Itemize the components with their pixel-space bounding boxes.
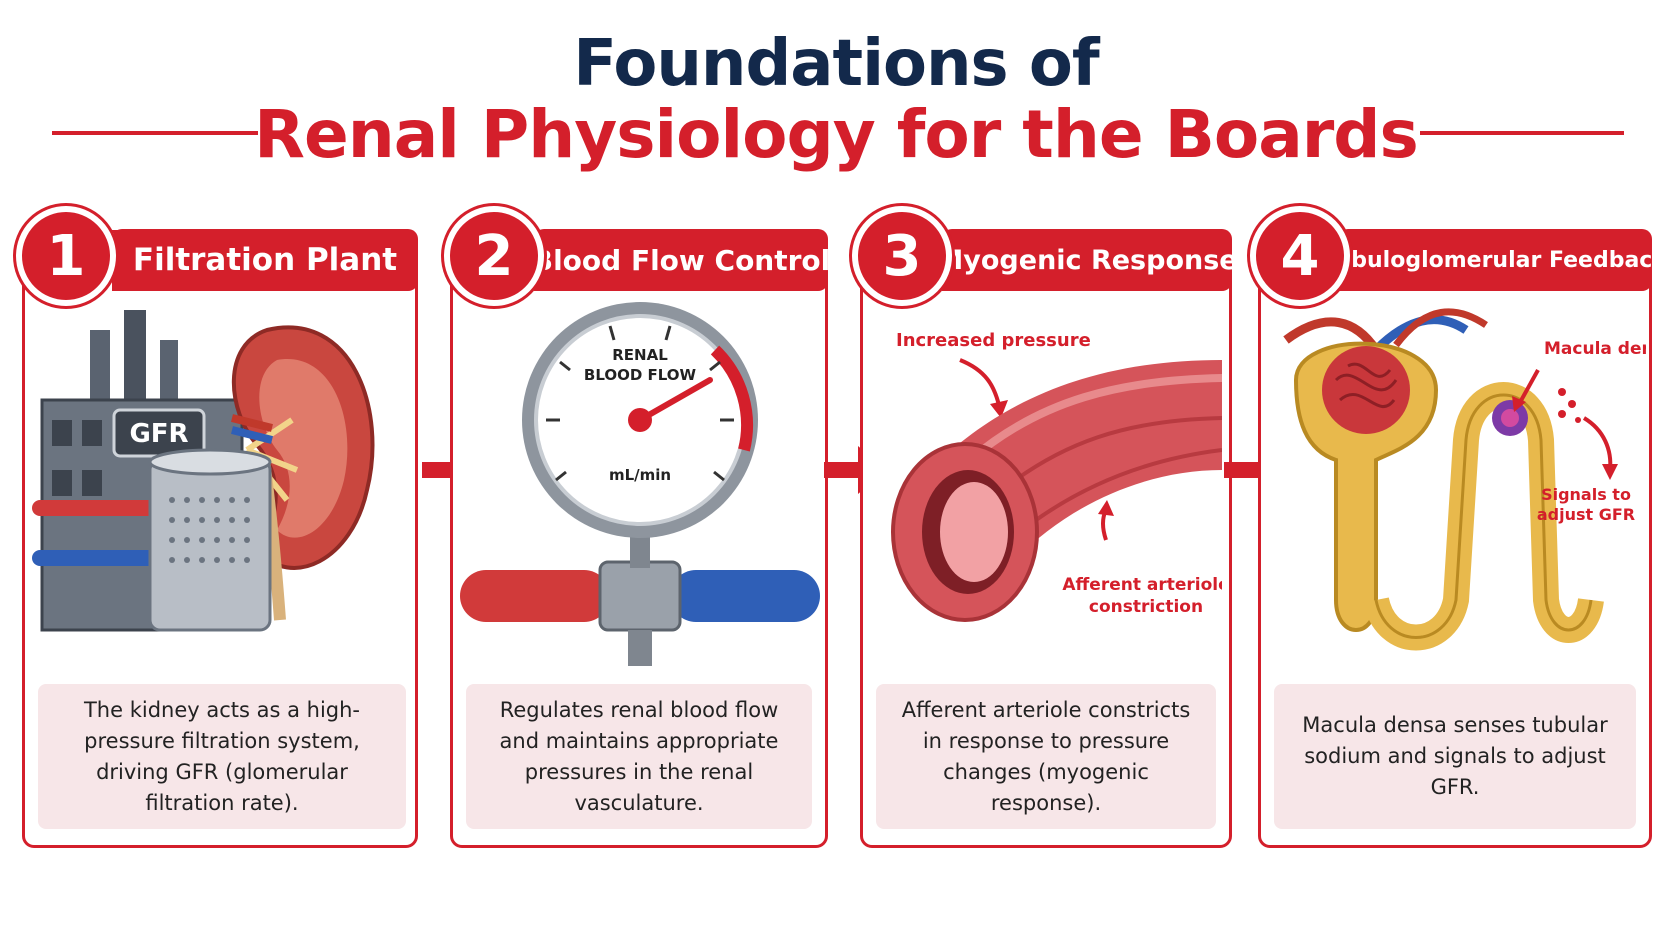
kidney-factory-icon: GFR bbox=[32, 310, 375, 632]
gfr-badge: GFR bbox=[129, 419, 188, 449]
label-signals-1: Signals to bbox=[1541, 485, 1631, 504]
label-macula-densa: Macula densa bbox=[1544, 339, 1646, 359]
gauge-label-line1: RENAL bbox=[612, 346, 668, 364]
arteriole-icon: Increased pressure Afferent arteriole co… bbox=[891, 330, 1222, 622]
step-number-1: 1 bbox=[16, 206, 116, 306]
step-heading-3: Myogenic Response bbox=[942, 229, 1232, 291]
step-description-2: Regulates renal blood flow and maintains… bbox=[466, 684, 812, 829]
pressure-gauge-icon: RENAL BLOOD FLOW mL/min bbox=[460, 302, 820, 666]
step-heading-4: Tubuloglomerular Feedback bbox=[1338, 229, 1652, 291]
page-title-line1: Foundations of bbox=[573, 27, 1099, 101]
label-afferent-1: Afferent arteriole bbox=[1062, 575, 1222, 595]
title-rule-right bbox=[1420, 131, 1624, 135]
nephron-icon: Macula densa Signals to adjust GFR bbox=[1283, 308, 1646, 651]
step-number-4: 4 bbox=[1250, 206, 1350, 306]
step-number-3: 3 bbox=[852, 206, 952, 306]
gauge-label-line2: BLOOD FLOW bbox=[584, 366, 697, 384]
label-increased-pressure: Increased pressure bbox=[896, 330, 1091, 351]
label-afferent-2: constriction bbox=[1089, 597, 1203, 617]
page-title-line2: Renal Physiology for the Boards bbox=[254, 96, 1419, 173]
step-description-4: Macula densa senses tubular sodium and s… bbox=[1274, 684, 1636, 829]
label-signals-2: adjust GFR bbox=[1537, 505, 1635, 524]
gauge-unit: mL/min bbox=[609, 466, 671, 484]
step-description-1: The kidney acts as a high-pressure filtr… bbox=[38, 684, 406, 829]
step-heading-2: Blood Flow Control bbox=[534, 229, 828, 291]
title-rule-left bbox=[52, 131, 258, 135]
step-description-3: Afferent arteriole constricts in respons… bbox=[876, 684, 1216, 829]
step-heading-1: Filtration Plant bbox=[112, 229, 418, 291]
step-number-2: 2 bbox=[444, 206, 544, 306]
